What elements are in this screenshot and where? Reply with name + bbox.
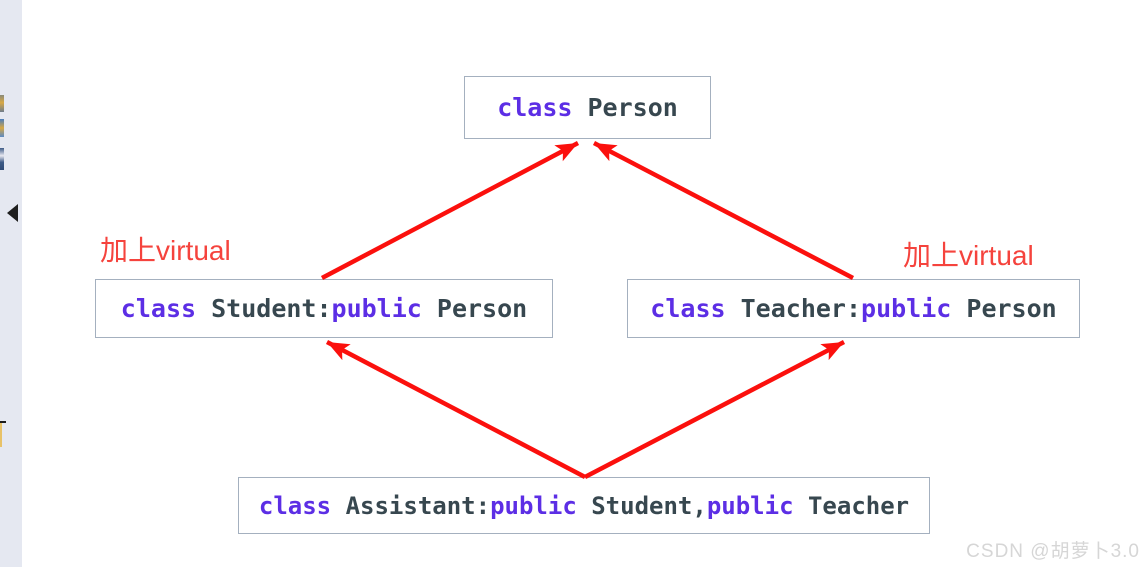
annotation-virtual-right: 加上virtual: [903, 240, 1034, 271]
code-text: Teacher:: [725, 294, 862, 323]
clipped-sidebar-icon: [0, 95, 4, 112]
clipped-sidebar-icon: [0, 421, 6, 423]
annotation-virtual-left: 加上virtual: [100, 235, 231, 266]
watermark: CSDN @胡萝卜3.0: [966, 541, 1140, 562]
code-text: Person: [572, 93, 678, 122]
code-keyword: public: [331, 294, 422, 323]
collapse-panel-icon[interactable]: [7, 204, 18, 222]
code-keyword: public: [861, 294, 952, 323]
class-node-person: class Person: [464, 76, 711, 139]
clipped-sidebar-icon: [0, 148, 4, 170]
code-text: Teacher: [793, 491, 910, 520]
clipped-sidebar-icon: [0, 423, 2, 447]
code-text: Student,: [576, 491, 707, 520]
arrow-teacher-to-person: [592, 141, 855, 280]
code-keyword: public: [490, 491, 577, 520]
left-panel-strip: [0, 0, 22, 567]
code-keyword: public: [706, 491, 794, 520]
class-node-assistant: class Assistant:public Student,public Te…: [238, 477, 930, 534]
arrow-assistant-to-teacher: [583, 340, 846, 479]
code-text: Person: [421, 294, 528, 323]
code-keyword: class: [650, 294, 726, 323]
class-node-teacher: class Teacher:public Person: [627, 279, 1080, 338]
code-keyword: class: [497, 93, 573, 122]
arrow-assistant-to-student: [325, 340, 587, 479]
code-keyword: class: [120, 294, 197, 323]
clipped-sidebar-icon: [0, 119, 4, 137]
class-node-student: class Student:public Person: [95, 279, 553, 338]
code-text: Student:: [196, 294, 332, 323]
code-keyword: class: [258, 491, 332, 520]
arrow-student-to-person: [320, 141, 580, 280]
code-text: Assistant:: [331, 491, 491, 520]
code-text: Person: [951, 294, 1057, 323]
